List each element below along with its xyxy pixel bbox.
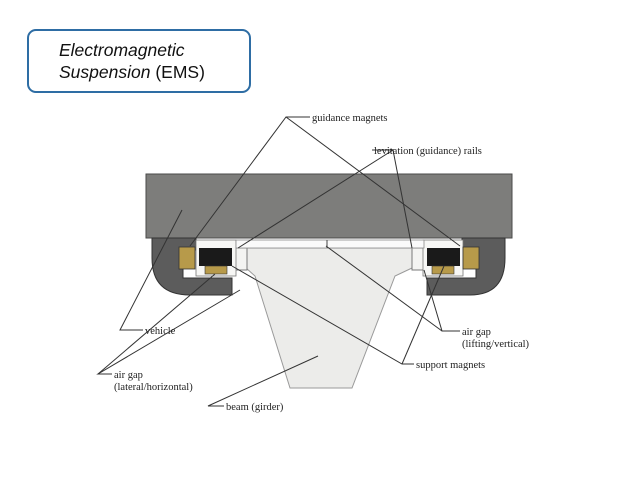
title-line-2: Suspension (EMS) <box>59 61 249 83</box>
label-vehicle: vehicle <box>145 326 176 337</box>
top-gap-bar <box>235 239 425 249</box>
beam-girder <box>245 247 413 389</box>
slide-title: Electromagnetic Suspension (EMS) <box>27 29 251 93</box>
label-air-gap-lateral-2: (lateral/horizontal) <box>114 382 193 393</box>
vehicle-body <box>145 173 513 239</box>
label-support-magnets: support magnets <box>416 360 485 371</box>
leader-lines <box>96 116 461 407</box>
label-beam-girder: beam (girder) <box>226 402 284 413</box>
label-levitation-rails: levitation (guidance) rails <box>374 146 482 157</box>
label-air-gap-vertical-2: (lifting/vertical) <box>462 339 530 350</box>
guidance-coil-right <box>462 246 480 270</box>
label-air-gap-vertical-1: air gap <box>462 327 491 338</box>
label-guidance-magnets: guidance magnets <box>312 113 388 124</box>
support-magnet-right <box>427 248 460 266</box>
label-air-gap-lateral-1: air gap <box>114 370 143 381</box>
title-line-2-italic: Suspension <box>59 62 151 82</box>
magnet-coil-left <box>204 265 228 275</box>
guidance-coil-left <box>178 246 196 270</box>
title-line-2-rest: (EMS) <box>150 62 205 82</box>
magnet-coil-right <box>431 265 455 275</box>
support-magnet-left <box>199 248 232 266</box>
title-line-1: Electromagnetic <box>59 40 185 60</box>
